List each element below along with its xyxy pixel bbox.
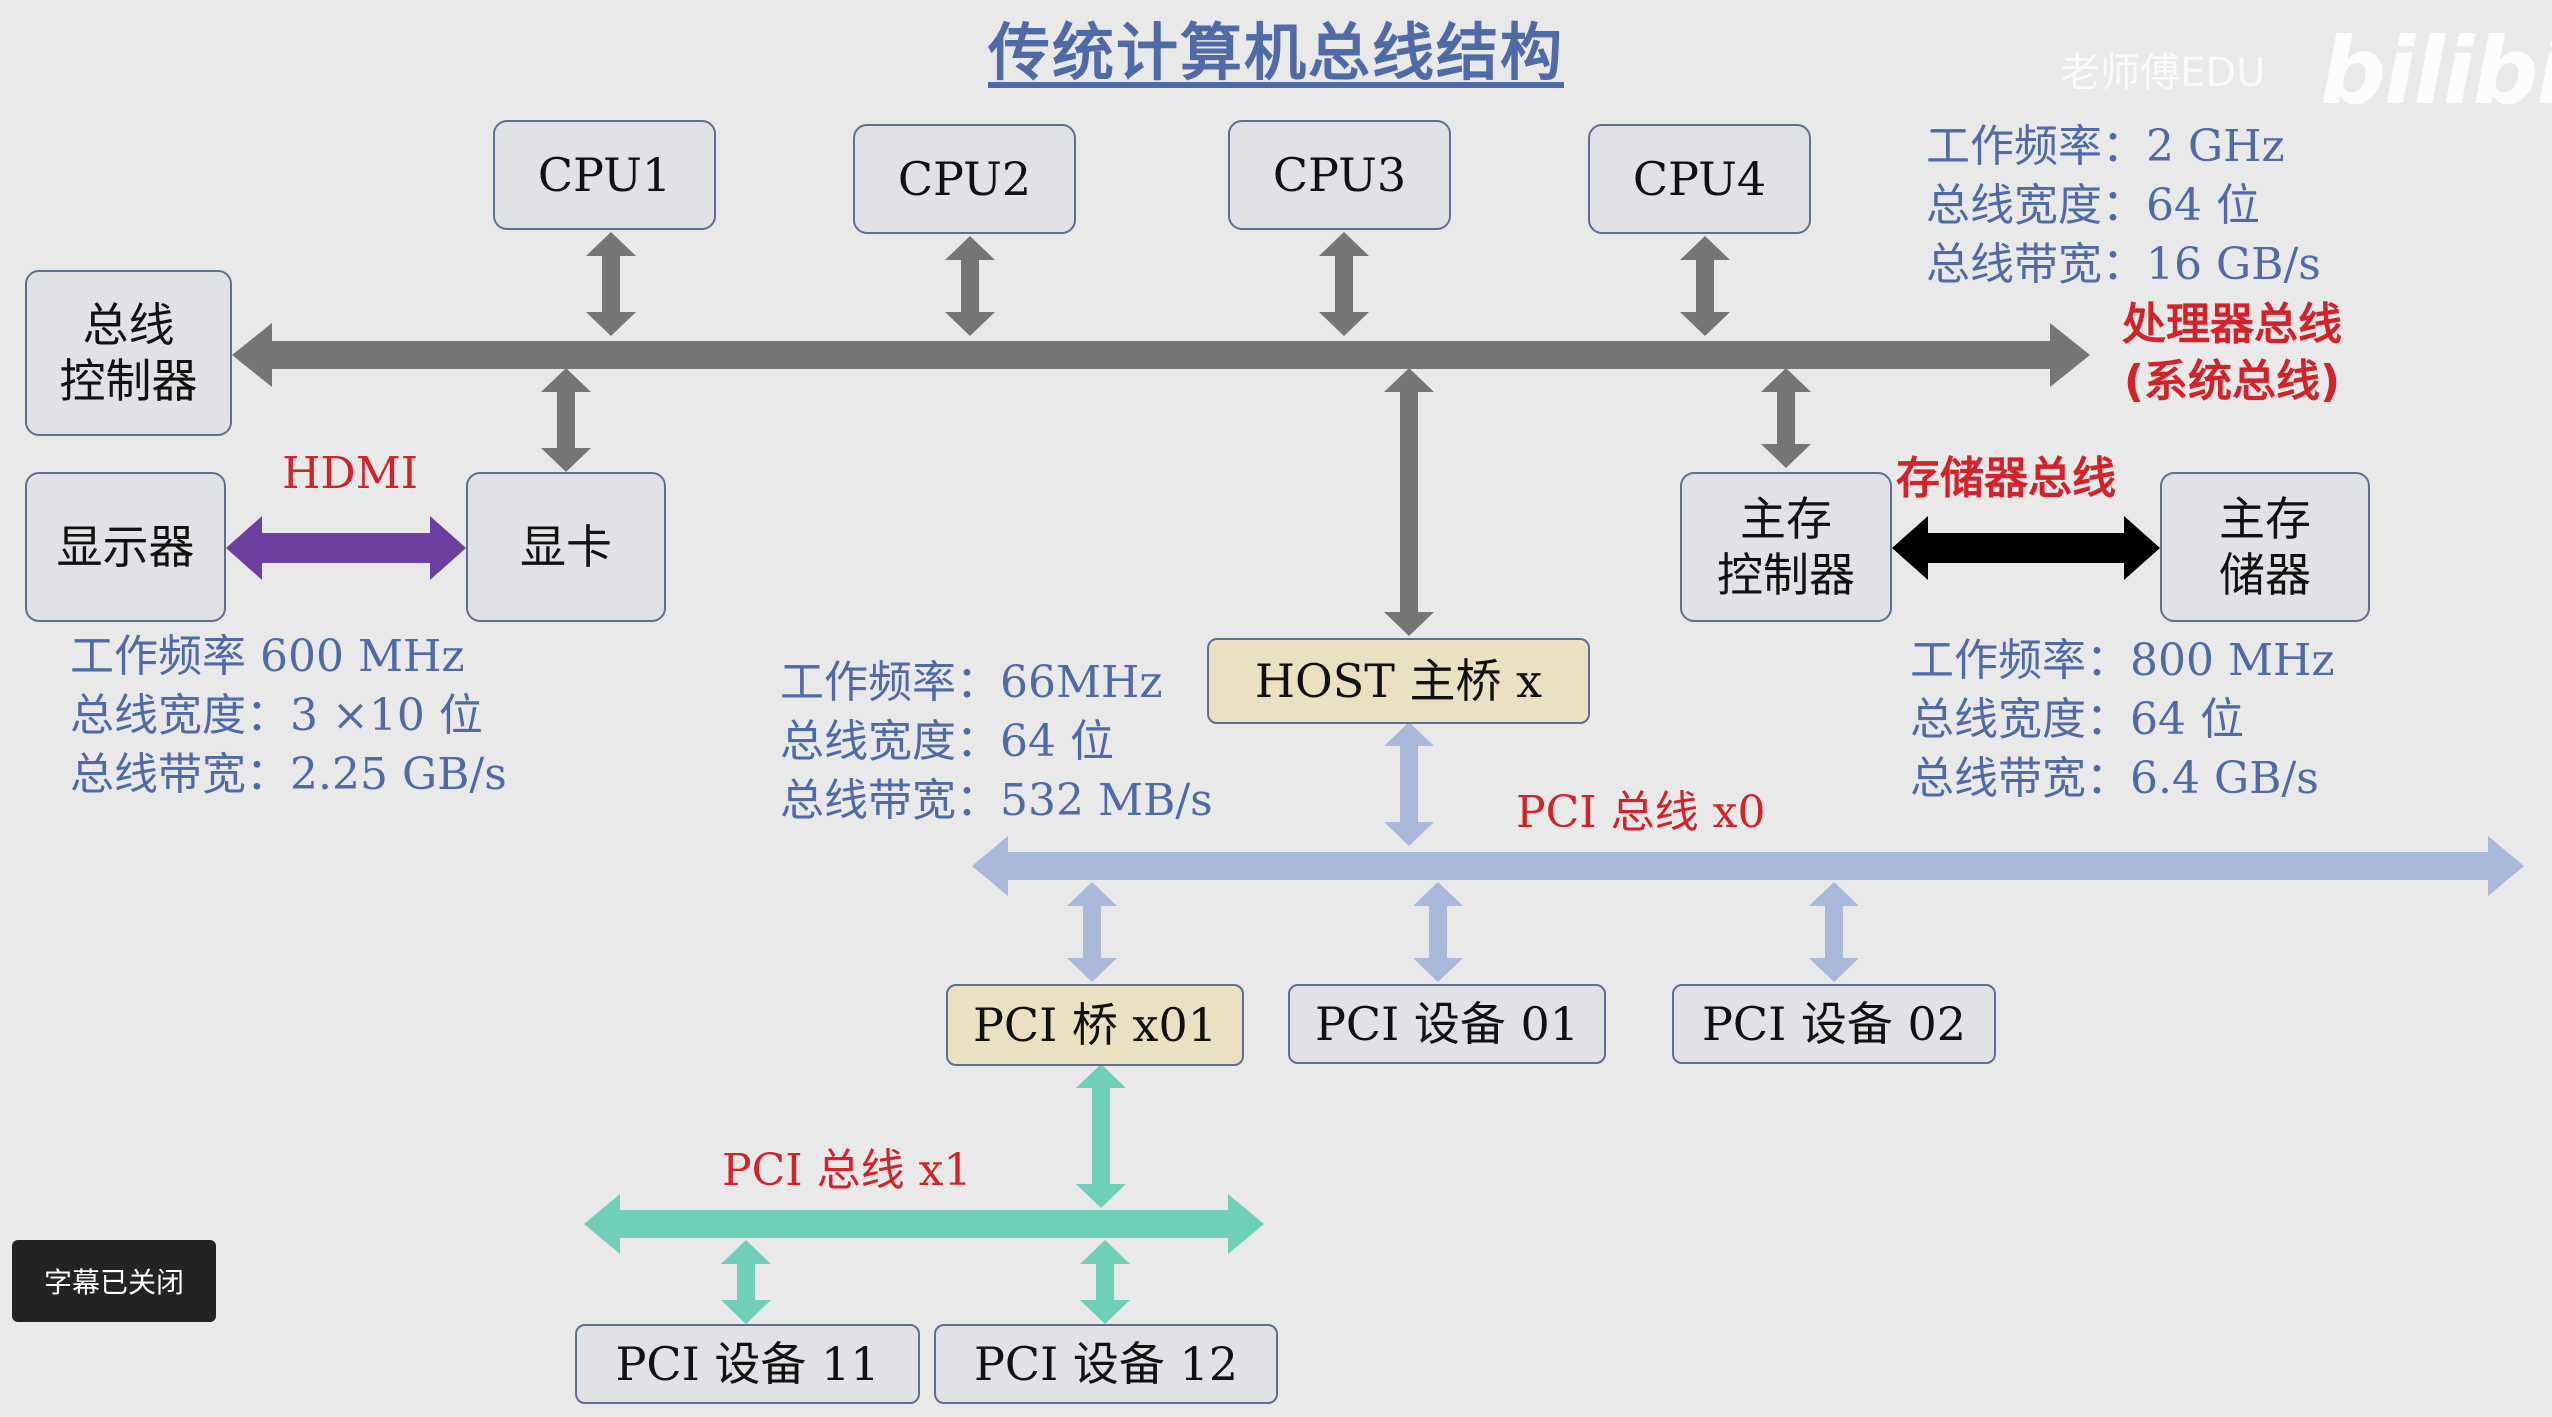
pci-bandwidth: 总线带宽：532 MB/s: [780, 774, 1213, 826]
pci-bus-x0-arrow: [972, 836, 2524, 896]
cpu3-connector: [1319, 232, 1369, 336]
pci-bridge-box: PCI 桥 x01: [946, 984, 1244, 1066]
cpu2-box: CPU2: [853, 124, 1076, 234]
memory-bus-label: 存储器总线: [1896, 453, 2116, 504]
hdmi-link-arrow: [226, 516, 466, 580]
processor-bus-bandwidth: 总线带宽：16 GB/s: [1926, 238, 2321, 290]
graphics-card-connector: [541, 368, 591, 472]
pci-frequency: 工作频率：66MHz: [780, 657, 1163, 708]
memory-width: 总线宽度：64 位: [1910, 693, 2244, 745]
pci-bridge-x01-connector: [1067, 882, 1117, 982]
page-title: 传统计算机总线结构: [987, 16, 1564, 89]
cpu4-box: CPU4: [1588, 124, 1811, 234]
host-bridge-connector: [1384, 368, 1434, 636]
pci-device-01-box: PCI 设备 01: [1288, 984, 1606, 1064]
pci-device-12-label: PCI 设备 12: [973, 1336, 1239, 1391]
cpu2-connector: [945, 236, 995, 336]
cpu2-label: CPU2: [897, 151, 1032, 206]
cpu1-label: CPU1: [537, 147, 672, 202]
pci-specs: 工作频率：66MHz 总线宽度：64 位 总线带宽：532 MB/s: [780, 654, 1213, 831]
pci-device-11-connector: [721, 1240, 771, 1324]
processor-bus-label: 处理器总线 (系统总线): [2122, 296, 2342, 410]
memory-bus-arrow: [1892, 516, 2160, 580]
pci-width: 总线宽度：64 位: [780, 715, 1114, 767]
cpu1-connector: [586, 232, 636, 336]
pci-device-02-connector: [1809, 882, 1859, 982]
graphics-card-box: 显卡: [466, 472, 666, 622]
pci-device-12-connector: [1080, 1240, 1130, 1324]
pci-device-12-box: PCI 设备 12: [934, 1324, 1278, 1404]
cpu4-label: CPU4: [1632, 151, 1767, 206]
memory-controller-box: 主存 控制器: [1680, 472, 1892, 622]
graphics-width: 总线宽度：3 ×10 位: [70, 689, 483, 741]
host-to-pci-x0-connector: [1384, 722, 1434, 846]
system-bus-arrow: [232, 323, 2090, 387]
memory-controller-connector: [1761, 368, 1811, 468]
main-memory-line2: 储器: [2219, 548, 2311, 602]
processor-bus-label-line1: 处理器总线: [2122, 299, 2342, 350]
pci-bridge-label: PCI 桥 x01: [972, 997, 1218, 1052]
bilibili-logo: bilibili: [2320, 18, 2552, 125]
main-memory-line1: 主存: [2219, 491, 2311, 546]
pci-device-02-box: PCI 设备 02: [1672, 984, 1996, 1064]
cpu3-box: CPU3: [1228, 120, 1451, 230]
bus-controller-line1: 总线: [82, 297, 175, 352]
display-box: 显示器: [25, 472, 226, 622]
main-memory-box: 主存 储器: [2160, 472, 2370, 622]
pci-bus-x1-label: PCI 总线 x1: [722, 1145, 972, 1196]
graphics-specs: 工作频率 600 MHz 总线宽度：3 ×10 位 总线带宽：2.25 GB/s: [70, 628, 507, 805]
pci-device-01-label: PCI 设备 01: [1314, 996, 1580, 1051]
subtitle-toggle-button[interactable]: 字幕已关闭: [12, 1240, 216, 1322]
pci-device-02-label: PCI 设备 02: [1701, 996, 1967, 1051]
processor-bus-specs: 工作频率：2 GHz 总线宽度：64 位 总线带宽：16 GB/s: [1926, 118, 2321, 295]
uploader-watermark: 老师傅EDU: [2060, 50, 2266, 96]
host-bridge-box: HOST 主桥 x: [1207, 638, 1590, 724]
memory-frequency: 工作频率：800 MHz: [1910, 635, 2335, 686]
bus-controller-box: 总线 控制器: [25, 270, 232, 436]
graphics-frequency: 工作频率 600 MHz: [70, 631, 465, 682]
pci-bridge-to-x1-connector: [1076, 1064, 1126, 1208]
memory-controller-line1: 主存: [1740, 491, 1832, 546]
memory-specs: 工作频率：800 MHz 总线宽度：64 位 总线带宽：6.4 GB/s: [1910, 632, 2335, 809]
pci-bus-x1-arrow: [584, 1194, 1264, 1254]
graphics-card-label: 显卡: [520, 519, 612, 574]
pci-device-11-label: PCI 设备 11: [615, 1336, 880, 1391]
display-label: 显示器: [56, 519, 195, 574]
pci-bus-x0-label: PCI 总线 x0: [1516, 787, 1766, 838]
cpu1-box: CPU1: [493, 120, 716, 230]
graphics-bandwidth: 总线带宽：2.25 GB/s: [70, 748, 507, 800]
pci-device-11-box: PCI 设备 11: [575, 1324, 920, 1404]
memory-bandwidth: 总线带宽：6.4 GB/s: [1910, 752, 2319, 804]
processor-bus-label-line2: (系统总线): [2123, 356, 2341, 408]
bus-controller-line2: 控制器: [59, 354, 198, 408]
cpu3-label: CPU3: [1272, 147, 1407, 202]
host-bridge-label: HOST 主桥 x: [1254, 653, 1543, 708]
processor-bus-width: 总线宽度：64 位: [1926, 179, 2260, 231]
pci-device-01-connector: [1413, 882, 1463, 982]
hdmi-label: HDMI: [282, 448, 419, 499]
memory-controller-line2: 控制器: [1717, 548, 1855, 602]
processor-bus-frequency: 工作频率：2 GHz: [1926, 121, 2285, 172]
cpu4-connector: [1680, 236, 1730, 336]
